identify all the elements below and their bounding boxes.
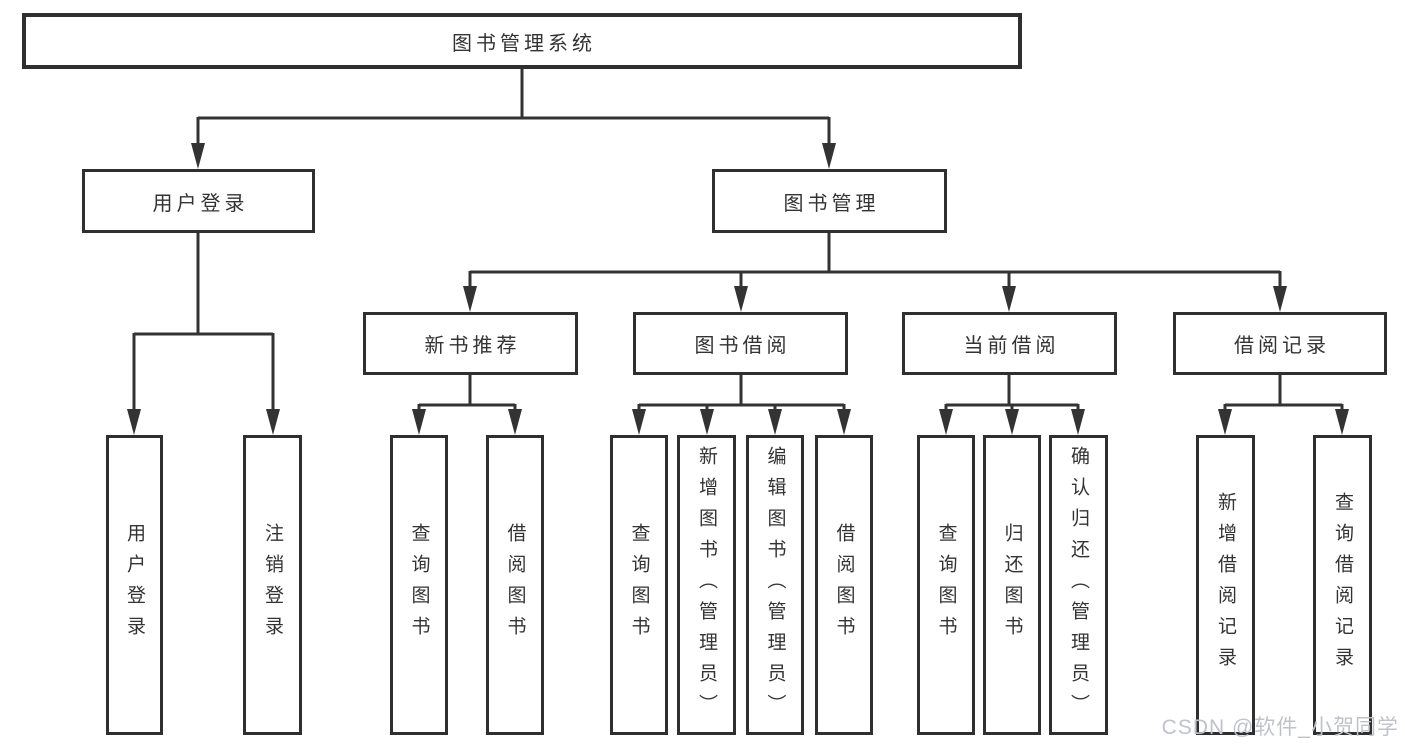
- leaf-add-borrow-record: 新增借阅记录: [1196, 435, 1255, 735]
- leaf-query-books-recommend: 查询图书: [390, 435, 448, 735]
- arrowhead-icon: [822, 143, 836, 169]
- node-label: 归还图书: [1001, 523, 1023, 647]
- leaf-logout: 注销登录: [243, 435, 302, 735]
- node-borrowing-records: 借阅记录: [1173, 312, 1387, 375]
- arrowhead-icon: [1002, 286, 1016, 312]
- node-label: 用户登录: [124, 523, 145, 647]
- arrowhead-icon: [127, 409, 141, 435]
- arrowhead-icon: [632, 409, 646, 435]
- arrowhead-icon: [508, 409, 522, 435]
- leaf-borrow-books-borrowing: 借阅图书: [815, 435, 873, 735]
- arrowhead-icon: [1071, 409, 1085, 435]
- leaf-query-books-current: 查询图书: [917, 435, 975, 735]
- arrowhead-icon: [734, 286, 748, 312]
- leaf-confirm-return-admin: 确认归还（管理员）: [1049, 435, 1108, 735]
- node-new-book-recommend: 新书推荐: [363, 312, 578, 375]
- connector-path: [1223, 375, 1344, 417]
- node-label: 当前借阅: [963, 335, 1060, 357]
- arrowhead-icon: [837, 409, 851, 435]
- node-book-borrowing: 图书借阅: [633, 312, 848, 375]
- node-label: 借阅图书: [504, 523, 526, 647]
- arrowhead-icon: [412, 409, 426, 435]
- leaf-edit-book-admin: 编辑图书（管理员）: [746, 435, 804, 735]
- node-label: 新书推荐: [424, 335, 521, 357]
- connector-path: [944, 375, 1080, 417]
- arrowhead-icon: [463, 286, 477, 312]
- arrowhead-icon: [1218, 409, 1232, 435]
- node-label: 编辑图书（管理员）: [764, 445, 786, 725]
- arrowhead-icon: [191, 143, 205, 169]
- node-label: 图书借阅: [694, 335, 791, 357]
- connector-path: [196, 69, 831, 151]
- node-label: 确认归还（管理员）: [1068, 445, 1089, 725]
- node-label: 查询图书: [628, 523, 650, 647]
- arrowhead-icon: [768, 409, 782, 435]
- node-current-borrowing: 当前借阅: [902, 312, 1117, 375]
- leaf-query-borrow-record: 查询借阅记录: [1313, 435, 1372, 735]
- arrowhead-icon: [266, 409, 280, 435]
- node-label: 查询图书: [935, 523, 957, 647]
- node-label: 查询图书: [408, 523, 430, 647]
- connector-path: [468, 233, 1282, 294]
- node-label: 图书管理: [783, 192, 880, 215]
- arrowhead-icon: [1273, 286, 1287, 312]
- node-label: 图书管理系统: [452, 32, 596, 55]
- node-label: 查询借阅记录: [1332, 492, 1353, 678]
- arrowhead-icon: [1005, 409, 1019, 435]
- node-label: 新增借阅记录: [1215, 492, 1236, 678]
- node-book-management: 图书管理: [712, 169, 947, 233]
- csdn-watermark: CSDN @软件_小贺同学: [1161, 716, 1399, 739]
- connector-path: [637, 375, 846, 417]
- connector-path: [417, 375, 517, 417]
- arrowhead-icon: [700, 409, 714, 435]
- node-label: 注销登录: [262, 523, 283, 647]
- leaf-user-login: 用户登录: [106, 435, 163, 735]
- leaf-query-books-borrowing: 查询图书: [610, 435, 668, 735]
- node-label: 用户登录: [152, 192, 249, 215]
- leaf-borrow-books-recommend: 借阅图书: [486, 435, 544, 735]
- node-library-management-system: 图书管理系统: [22, 13, 1022, 69]
- node-label: 借阅图书: [833, 523, 855, 647]
- leaf-add-book-admin: 新增图书（管理员）: [677, 435, 736, 735]
- connector-path: [132, 233, 275, 417]
- arrowhead-icon: [939, 409, 953, 435]
- node-label: 借阅记录: [1234, 335, 1330, 357]
- node-user-login: 用户登录: [82, 169, 315, 233]
- arrowhead-icon: [1335, 409, 1349, 435]
- leaf-return-book: 归还图书: [983, 435, 1041, 735]
- node-label: 新增图书（管理员）: [696, 445, 717, 725]
